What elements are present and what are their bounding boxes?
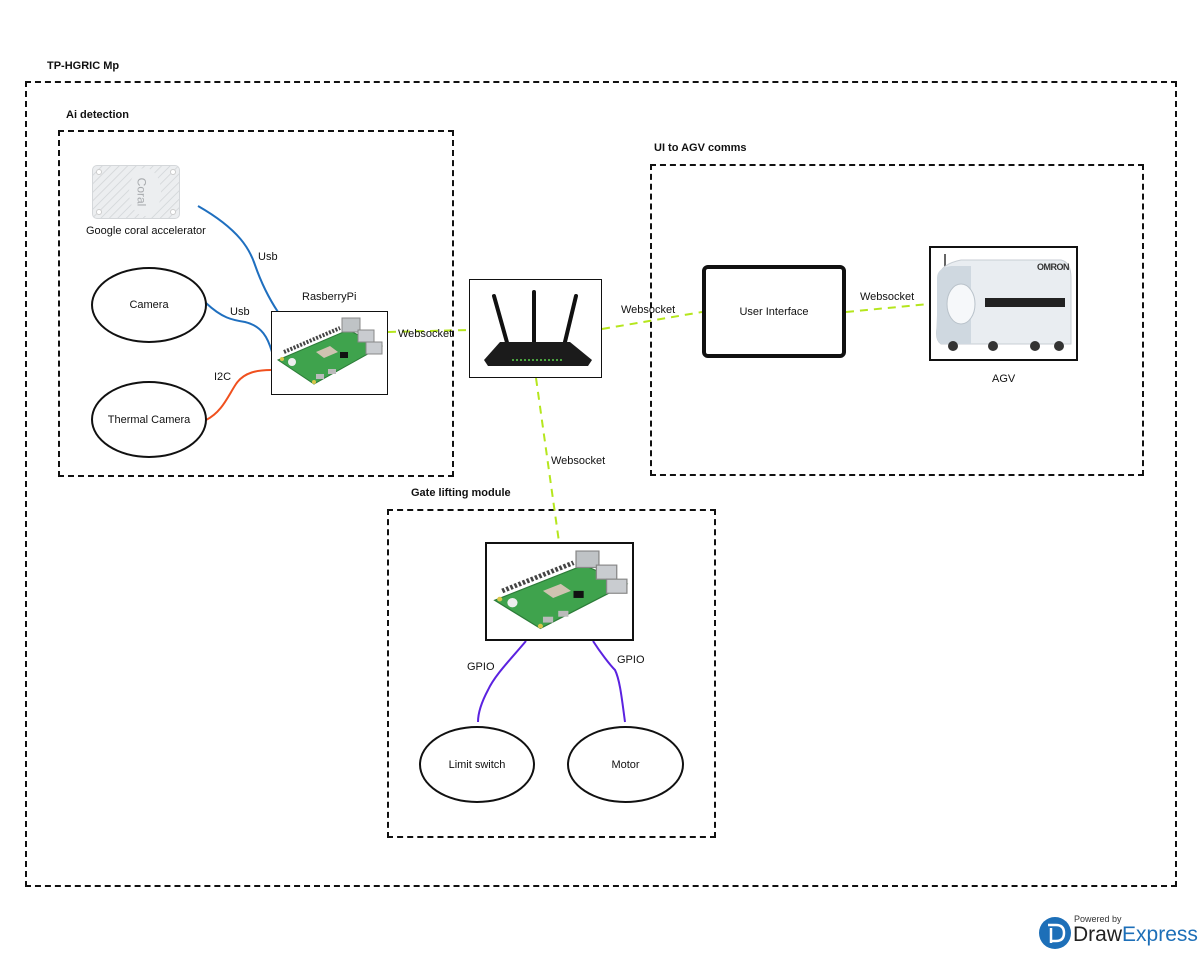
label-ui-agv-websocket: Websocket bbox=[860, 291, 915, 303]
agv-label: AGV bbox=[992, 373, 1016, 385]
camera-label: Camera bbox=[129, 299, 169, 311]
label-coral-usb: Usb bbox=[258, 251, 278, 263]
wire-thermal-i2c bbox=[205, 369, 272, 421]
router-node[interactable] bbox=[469, 279, 602, 378]
limit-switch-node[interactable]: Limit switch bbox=[419, 726, 535, 803]
wire-coral-usb bbox=[197, 205, 279, 313]
motor-node[interactable]: Motor bbox=[567, 726, 684, 803]
limit-switch-label: Limit switch bbox=[448, 758, 506, 771]
raspberrypi-ai-node[interactable] bbox=[271, 311, 388, 395]
group-gate-lifting bbox=[387, 509, 716, 838]
group-ai-detection bbox=[58, 130, 454, 477]
thermal-camera-node[interactable]: Thermal Camera bbox=[91, 381, 207, 458]
group-title-gate: Gate lifting module bbox=[411, 487, 511, 499]
wire-ui-agv-websocket bbox=[845, 303, 930, 313]
wire-gate-motor-gpio bbox=[592, 640, 626, 723]
drawexpress-watermark[interactable]: Powered by DrawExpress bbox=[1038, 914, 1200, 952]
wifi-router-icon bbox=[484, 290, 592, 366]
group-title-ai-detection: Ai detection bbox=[66, 109, 129, 121]
camera-node[interactable]: Camera bbox=[91, 267, 207, 343]
coral-accelerator-image[interactable]: Coral bbox=[92, 165, 180, 219]
label-camera-usb: Usb bbox=[230, 306, 250, 318]
diagram-title: TP-HGRIC Mp bbox=[47, 60, 120, 72]
label-router-ui-websocket: Websocket bbox=[621, 304, 676, 316]
thermal-camera-label: Thermal Camera bbox=[107, 413, 191, 426]
brand-express: Express bbox=[1122, 923, 1198, 946]
raspberrypi-label: RasberryPi bbox=[302, 291, 357, 303]
user-interface-label: User Interface bbox=[739, 305, 809, 318]
label-router-gate-websocket: Websocket bbox=[551, 455, 606, 467]
label-thermal-i2c: I2C bbox=[214, 371, 232, 383]
drawexpress-logo-icon bbox=[1039, 917, 1071, 949]
user-interface-node[interactable]: User Interface bbox=[702, 265, 846, 358]
label-gate-motor-gpio: GPIO bbox=[617, 654, 645, 666]
label-gate-limit-gpio: GPIO bbox=[467, 661, 495, 673]
outer-container bbox=[25, 81, 1177, 887]
brand-draw: Draw bbox=[1073, 923, 1123, 946]
wire-router-ui-websocket bbox=[601, 311, 703, 330]
raspberry-pi-board-icon bbox=[276, 317, 384, 385]
coral-label: Google coral accelerator bbox=[86, 225, 206, 237]
motor-label: Motor bbox=[611, 758, 640, 771]
coral-brand-text: Coral bbox=[134, 177, 149, 207]
powered-by-text: Powered by bbox=[1074, 914, 1122, 924]
agv-node[interactable]: OMRON bbox=[929, 246, 1078, 361]
raspberry-pi-board-icon bbox=[493, 550, 629, 630]
group-title-ui-agv: UI to AGV comms bbox=[654, 142, 747, 154]
raspberrypi-gate-node[interactable] bbox=[485, 542, 634, 641]
coral-device-icon bbox=[93, 166, 179, 218]
agv-robot-icon bbox=[936, 254, 1072, 351]
wire-camera-usb bbox=[205, 302, 273, 353]
drawexpress-brand: DrawExpress bbox=[1073, 923, 1198, 947]
label-pi-router-websocket: Websocket bbox=[398, 328, 453, 340]
agv-brand-text: OMRON bbox=[1037, 262, 1070, 272]
wire-gate-limit-gpio bbox=[477, 640, 527, 723]
